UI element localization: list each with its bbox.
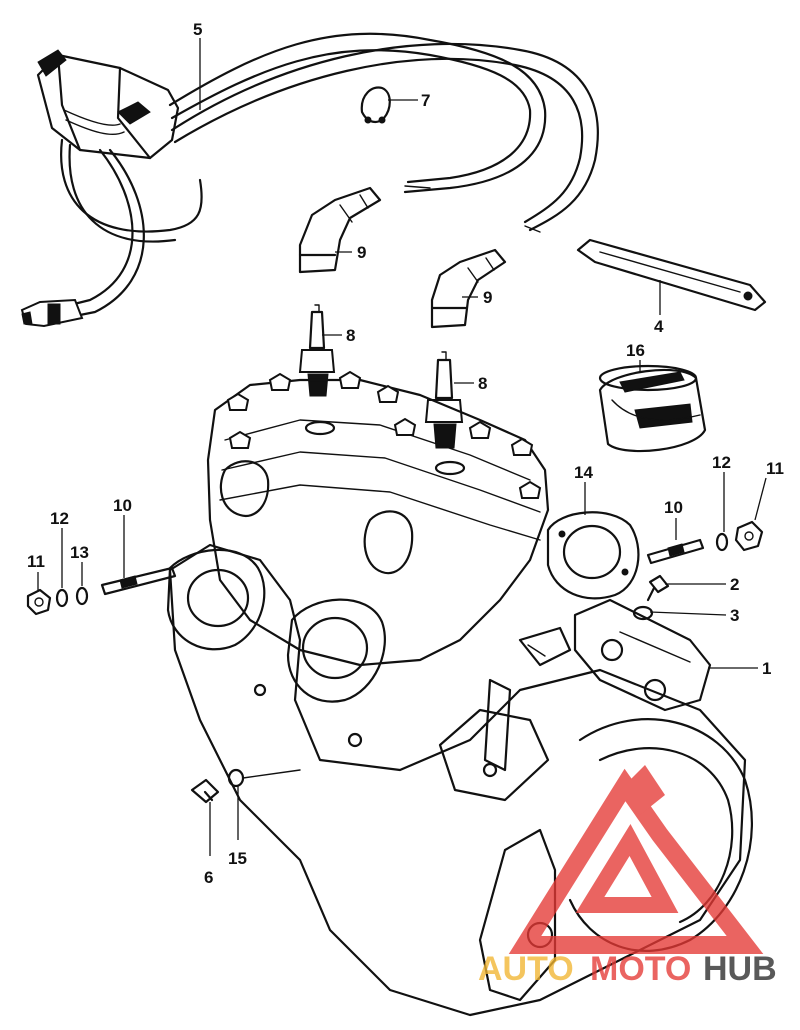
ignition-coil (36, 49, 180, 160)
callout-1: 1 (762, 659, 771, 678)
callout-8-right: 8 (478, 374, 487, 393)
wire-clip (360, 86, 391, 124)
rubber-strap (576, 238, 767, 312)
watermark-logo-icon (508, 765, 764, 954)
washer-right-12 (715, 532, 729, 552)
callout-9-left: 9 (357, 243, 366, 262)
callout-2: 2 (730, 575, 739, 594)
head-bolts (226, 370, 542, 499)
engine-block (166, 370, 753, 1017)
washer-left-13 (75, 586, 89, 606)
plug-cap-left (298, 186, 382, 274)
callout-16: 16 (626, 341, 645, 360)
callout-12-left: 12 (50, 509, 69, 528)
bolt-part-6 (190, 778, 220, 804)
washer-part-15 (227, 768, 301, 788)
cylindrical-filter (598, 364, 707, 453)
callout-8-left: 8 (346, 326, 355, 345)
spark-plug-right (424, 351, 464, 449)
callout-7: 7 (421, 91, 430, 110)
callout-14: 14 (574, 463, 593, 482)
nut-right-11 (734, 520, 764, 552)
watermark-text-hub: HUB (703, 950, 777, 988)
callout-5: 5 (193, 20, 202, 39)
callout-12-right: 12 (712, 453, 731, 472)
callout-11-right: 11 (766, 459, 784, 478)
callout-10-left: 10 (113, 496, 132, 515)
callout-labels: 5 7 9 9 4 8 8 16 14 12 11 10 2 3 1 10 12… (27, 20, 784, 887)
callout-3: 3 (730, 606, 739, 625)
callout-9-right: 9 (483, 288, 492, 307)
callout-13: 13 (70, 543, 89, 562)
watermark-text-moto: MOTO (590, 950, 691, 988)
washer-left-12 (55, 588, 69, 608)
callout-6: 6 (204, 868, 213, 887)
washer-part-3 (632, 605, 654, 621)
callout-10-right: 10 (664, 498, 683, 517)
primary-wiring (20, 138, 203, 328)
callout-4: 4 (654, 317, 664, 336)
leader-lines (37, 38, 767, 856)
callout-11-left: 11 (27, 552, 45, 571)
stud-right (646, 538, 705, 565)
ignition-leads (168, 32, 599, 233)
nut-left-11 (26, 588, 52, 616)
callout-15: 15 (228, 849, 247, 868)
watermark-text-auto: AUTO (478, 950, 574, 988)
plug-cap-right (430, 248, 507, 329)
bolt-part-2 (646, 574, 670, 602)
mount-bracket (518, 598, 712, 712)
watermark: AUTO MOTO HUB (478, 765, 777, 988)
spark-plug-left (298, 304, 336, 397)
stud-left (100, 566, 177, 596)
